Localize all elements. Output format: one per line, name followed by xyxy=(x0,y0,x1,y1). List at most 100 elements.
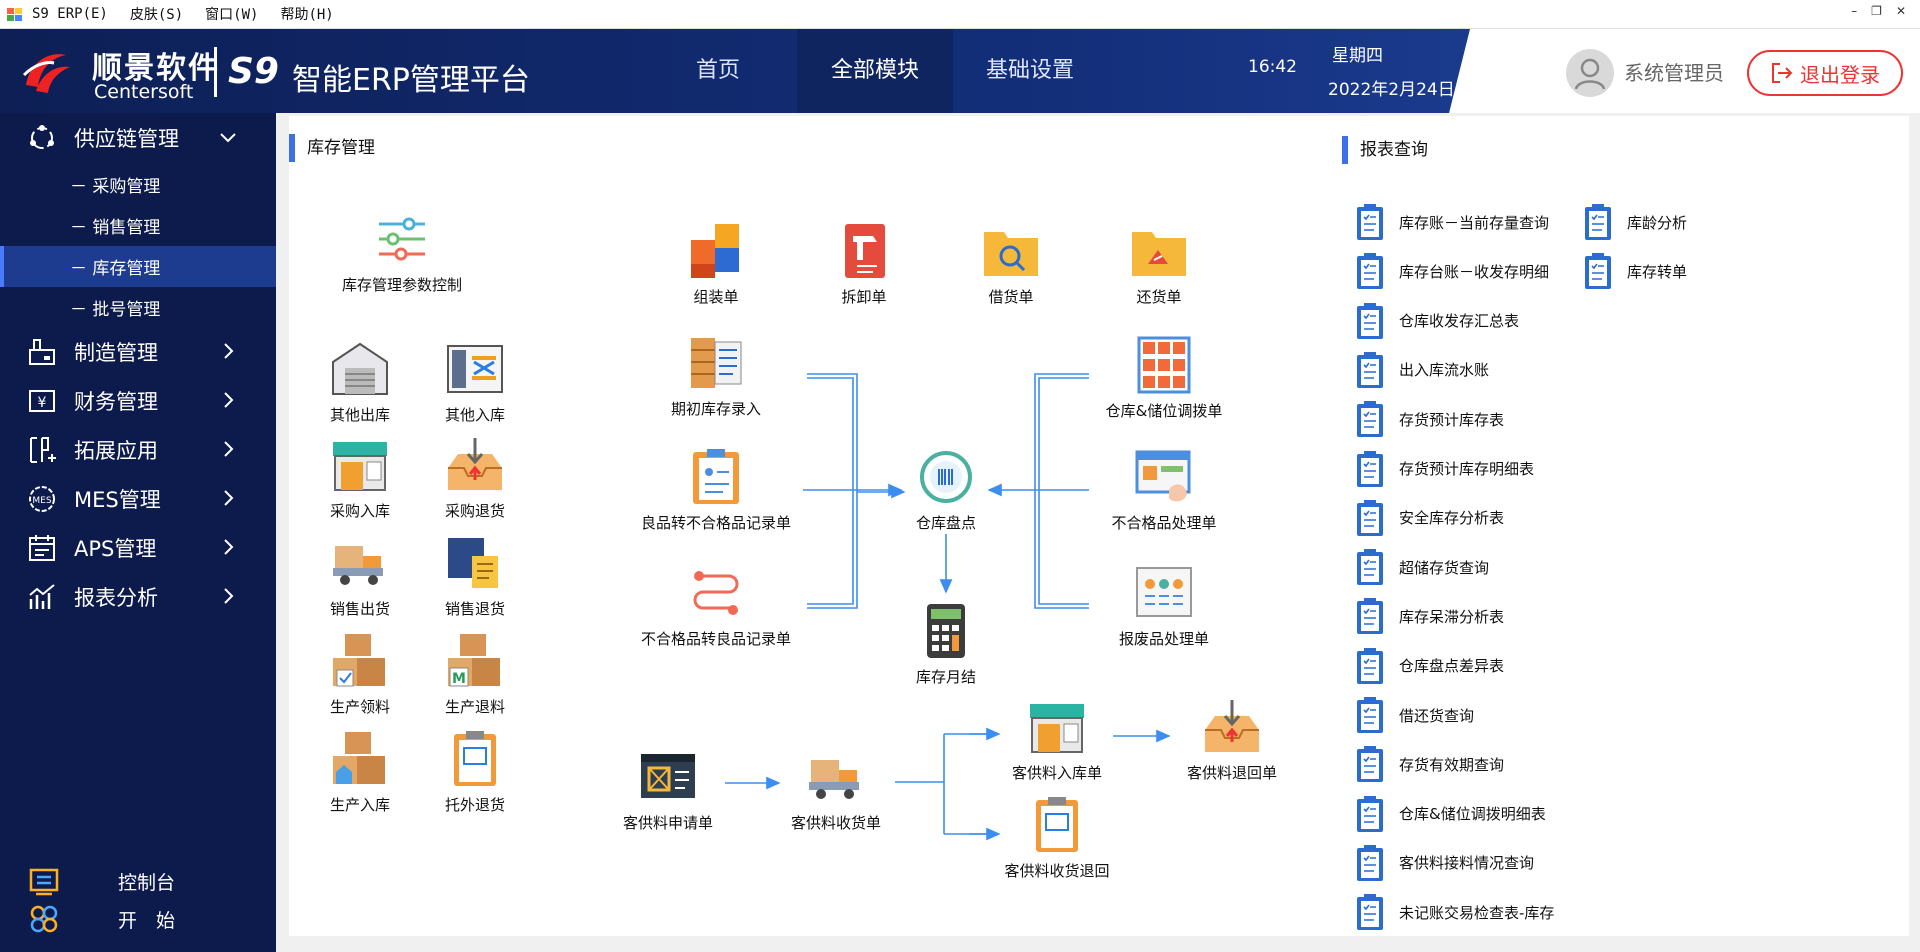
report-item[interactable]: 客供料接料情况查询 xyxy=(1355,843,1534,883)
drill-document-icon xyxy=(845,224,885,278)
sidebar-group-supply-chain[interactable]: 供应链管理 xyxy=(0,115,276,161)
nav-home[interactable]: 首页 xyxy=(695,58,740,83)
module-production-return[interactable]: M 生产退料 xyxy=(400,630,550,717)
module-scrap-handling[interactable]: 报废品处理单 xyxy=(1079,562,1249,649)
sidebar-group-label: 供应链管理 xyxy=(74,127,179,151)
weekday: 星期四 xyxy=(1332,46,1383,66)
report-item[interactable]: 库存账－当前存量查询 xyxy=(1355,202,1549,242)
report-clipboard-icon xyxy=(1585,253,1611,290)
console-icon xyxy=(29,868,59,896)
report-item[interactable]: 库存呆滞分析表 xyxy=(1355,596,1504,636)
sidebar-item-inventory[interactable]: － 库存管理 xyxy=(0,246,276,287)
module-good-to-defective[interactable]: 良品转不合格品记录单 xyxy=(619,446,813,533)
sidebar-console[interactable]: 控制台 xyxy=(0,863,276,899)
report-item[interactable]: 库存台账－收发存明细 xyxy=(1355,251,1549,291)
module-stocktake[interactable]: 仓库盘点 xyxy=(871,446,1021,533)
menu-help[interactable]: 帮助(H) xyxy=(280,7,334,23)
module-outsource-return[interactable]: 托外退货 xyxy=(400,728,550,815)
nav-all-modules[interactable]: 全部模块 xyxy=(797,29,953,113)
module-sales-out[interactable]: 销售出货 xyxy=(285,532,435,619)
module-purchase-return[interactable]: 采购退货 xyxy=(400,434,550,521)
report-clipboard-icon xyxy=(1357,894,1383,931)
report-item[interactable]: 存货有效期查询 xyxy=(1355,744,1504,784)
report-item[interactable]: 未记账交易检查表-库存 xyxy=(1355,892,1554,932)
report-item[interactable]: 库龄分析 xyxy=(1583,202,1687,242)
module-consign-apply[interactable]: 客供料申请单 xyxy=(593,746,743,833)
chevron-right-icon xyxy=(224,588,234,604)
report-item[interactable]: 存货预计库存表 xyxy=(1355,399,1504,439)
module-consign-receive-return[interactable]: 客供料收货退回 xyxy=(977,794,1137,881)
main-content: 库存管理 库存管理参数控制 其他出库 其他入库 采购入库 采购退货 xyxy=(289,116,1909,936)
supply-chain-icon xyxy=(30,125,54,149)
current-date: 2022年2月24日 xyxy=(1328,80,1455,100)
sidebar-group-manufacturing[interactable]: 制造管理 xyxy=(0,329,276,375)
module-consign-receive[interactable]: 客供料收货单 xyxy=(761,746,911,833)
module-consign-return[interactable]: 客供料退回单 xyxy=(1152,696,1312,783)
sidebar: 供应链管理 － 采购管理 － 销售管理 － 库存管理 － 批号管理 制造管理 ¥… xyxy=(0,113,276,952)
restore-icon[interactable]: ❐ xyxy=(1871,4,1882,18)
sidebar-group-aps[interactable]: APS管理 xyxy=(0,525,276,571)
console-window-icon xyxy=(641,754,695,798)
sidebar-item-purchase[interactable]: － 采购管理 xyxy=(70,177,161,197)
sidebar-group-mes[interactable]: MES MES管理 xyxy=(0,476,276,522)
menu-s9erp[interactable]: S9 ERP(E) xyxy=(32,6,108,22)
logout-label: 退出登录 xyxy=(1800,62,1880,87)
sidebar-group-finance[interactable]: ¥ 财务管理 xyxy=(0,378,276,424)
module-borrow[interactable]: 借货单 xyxy=(936,220,1086,307)
report-item[interactable]: 安全库存分析表 xyxy=(1355,498,1504,538)
report-clipboard-icon xyxy=(1357,549,1383,586)
report-item[interactable]: 仓库盘点差异表 xyxy=(1355,646,1504,686)
chevron-down-icon xyxy=(220,133,236,143)
module-defective-to-good[interactable]: 不合格品转良品记录单 xyxy=(619,562,813,649)
report-clipboard-icon xyxy=(1357,697,1383,733)
chevron-right-icon xyxy=(224,343,234,359)
module-initial-stock[interactable]: 期初库存录入 xyxy=(641,332,791,419)
sidebar-group-report-analysis[interactable]: 报表分析 xyxy=(0,574,276,620)
module-giveback[interactable]: 还货单 xyxy=(1084,220,1234,307)
sidebar-item-sales[interactable]: － 销售管理 xyxy=(70,218,161,238)
report-item[interactable]: 借还货查询 xyxy=(1355,695,1474,735)
module-sales-return[interactable]: 销售退货 xyxy=(400,532,550,619)
module-month-close[interactable]: 库存月结 xyxy=(871,600,1021,687)
module-purchase-in[interactable]: 采购入库 xyxy=(285,434,435,521)
logout-button[interactable]: 退出登录 xyxy=(1747,50,1903,96)
dashboard-icon xyxy=(1136,567,1192,617)
sidebar-item-batch[interactable]: － 批号管理 xyxy=(70,300,161,320)
report-clipboard-icon xyxy=(1357,204,1383,240)
barcode-cycle-icon xyxy=(920,451,972,503)
report-item[interactable]: 库存转单 xyxy=(1583,251,1687,291)
chevron-right-icon xyxy=(224,490,234,506)
sidebar-group-extension[interactable]: 拓展应用 xyxy=(0,427,276,473)
nav-basic-settings[interactable]: 基础设置 xyxy=(985,58,1074,83)
module-transfer[interactable]: 仓库&储位调拨单 xyxy=(1079,334,1249,421)
module-defective-handling[interactable]: 不合格品处理单 xyxy=(1079,446,1249,533)
menu-skin[interactable]: 皮肤(S) xyxy=(129,7,184,23)
report-item[interactable]: 超储存货查询 xyxy=(1355,547,1489,587)
shelf-shuffle-icon xyxy=(447,345,503,393)
close-icon[interactable]: ✕ xyxy=(1895,4,1906,18)
module-param-control[interactable]: 库存管理参数控制 xyxy=(327,208,477,295)
module-assembly[interactable]: 组装单 xyxy=(641,220,791,307)
module-other-out[interactable]: 其他出库 xyxy=(285,338,435,425)
inbox-return-icon xyxy=(448,438,502,490)
svg-text:¥: ¥ xyxy=(38,395,47,411)
report-item[interactable]: 仓库收发存汇总表 xyxy=(1355,301,1519,341)
store-icon xyxy=(333,442,387,491)
minimize-icon[interactable]: – xyxy=(1851,4,1858,18)
route-icon xyxy=(693,571,739,615)
module-production-in[interactable]: 生产入库 xyxy=(285,728,435,815)
menu-window[interactable]: 窗口(W) xyxy=(205,7,259,23)
module-disassembly[interactable]: 拆卸单 xyxy=(789,220,939,307)
sidebar-start[interactable]: 开 始 xyxy=(0,901,276,937)
report-clipboard-icon xyxy=(1585,204,1611,240)
clipboard-icon xyxy=(454,731,496,786)
report-item[interactable]: 出入库流水账 xyxy=(1355,350,1489,390)
module-production-issue[interactable]: 生产领料 xyxy=(285,630,435,717)
module-other-in[interactable]: 其他入库 xyxy=(400,338,550,425)
avatar[interactable] xyxy=(1566,49,1614,97)
warehouse-icon xyxy=(332,342,388,395)
extension-icon xyxy=(30,437,56,463)
report-item[interactable]: 存货预计库存明细表 xyxy=(1355,449,1534,489)
report-item[interactable]: 仓库&储位调拨明细表 xyxy=(1355,794,1546,834)
module-consign-in[interactable]: 客供料入库单 xyxy=(977,696,1137,783)
